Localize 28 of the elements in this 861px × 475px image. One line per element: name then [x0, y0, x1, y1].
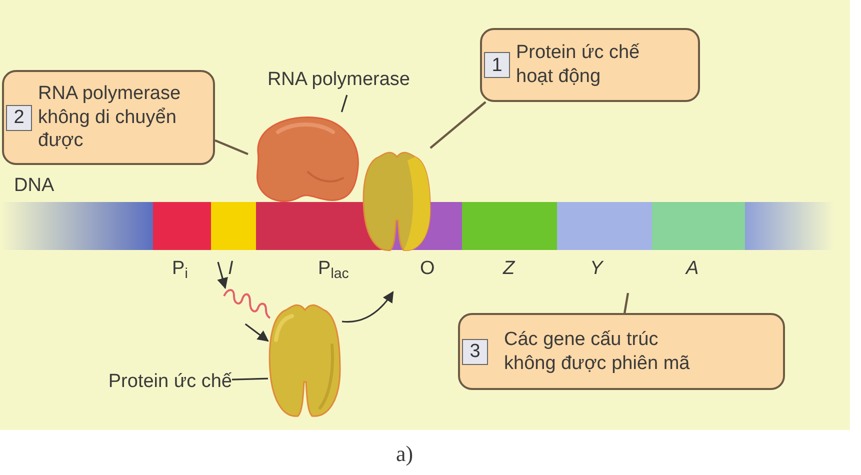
leader-line: [430, 101, 486, 149]
text-label: Z: [503, 257, 515, 281]
callout-text: Protein ức chế hoạt động: [516, 41, 641, 89]
speech-bubble: [2, 70, 215, 165]
leader-line: [232, 378, 268, 380]
callout-number: 3: [462, 338, 488, 364]
callout-text: RNA polymerase không di chuyển được: [38, 82, 182, 154]
text-label: P$_{lac}$: [318, 257, 349, 284]
callout-number: 1: [484, 52, 510, 78]
text-label: P$_{i}$: [172, 257, 188, 284]
callout-text: Các gene cấu trúc không được phiên mã: [504, 328, 691, 376]
leader-line: [214, 139, 248, 156]
arrow: [244, 323, 269, 342]
leader-line: [340, 94, 348, 112]
leader-line: [624, 292, 630, 314]
text-label: O: [420, 257, 435, 281]
text-label: A: [686, 257, 699, 281]
arrow: [217, 262, 228, 290]
text-label: RNA polymerase: [267, 68, 410, 92]
text-label: DNA: [14, 174, 54, 198]
text-label: Y: [590, 257, 603, 281]
speech-bubble: [480, 28, 700, 102]
speech-bubble: [458, 313, 785, 390]
callout-number: 2: [6, 104, 32, 130]
text-label: Protein ức chế: [108, 370, 232, 394]
arrow: [342, 291, 394, 323]
text-label: a): [396, 440, 414, 468]
text-label: I: [228, 257, 234, 281]
